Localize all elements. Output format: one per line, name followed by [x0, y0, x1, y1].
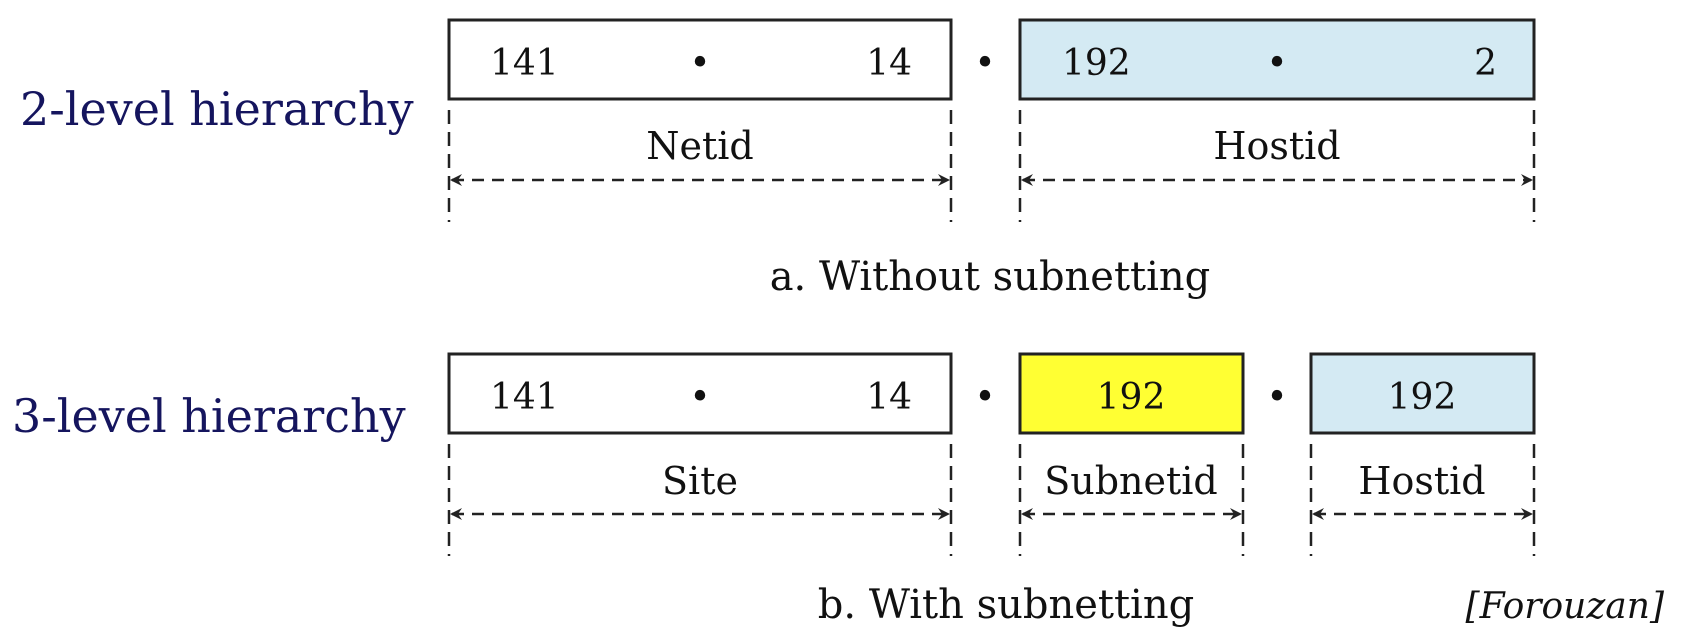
netid-label: Netid: [646, 124, 754, 168]
hostid-label: Hostid: [1213, 124, 1340, 168]
netid-inner-dot: •: [689, 43, 710, 84]
host-box: [1309, 352, 1536, 435]
row-b-separator-dot-2: •: [1266, 377, 1287, 418]
citation: [Forouzan]: [1466, 586, 1665, 627]
subnetid-value: 192: [1097, 377, 1166, 418]
host-label: Hostid: [1358, 459, 1485, 503]
hostid-octet-2: 2: [1474, 43, 1497, 84]
netid-octet-2: 14: [866, 43, 912, 84]
host-value: 192: [1388, 377, 1457, 418]
row-b-separator-dot-1: •: [974, 377, 995, 418]
caption-without-subnetting: a. Without subnetting: [770, 254, 1211, 300]
subnetid-label: Subnetid: [1044, 459, 1218, 503]
subnetid-box: [1018, 352, 1245, 435]
netid-octet-1: 141: [490, 43, 559, 84]
site-inner-dot: •: [689, 377, 710, 418]
two-level-hierarchy-label: 2-level hierarchy: [20, 82, 414, 136]
site-label: Site: [662, 459, 738, 503]
site-octet-1: 141: [490, 377, 559, 418]
site-octet-2: 14: [866, 377, 912, 418]
hostid-inner-dot: •: [1266, 43, 1287, 84]
hostid-box: [1018, 18, 1536, 101]
hostid-octet-1: 192: [1062, 43, 1131, 84]
caption-with-subnetting: b. With subnetting: [818, 582, 1194, 628]
row-a-separator-dot: •: [974, 43, 995, 84]
three-level-hierarchy-label: 3-level hierarchy: [12, 389, 406, 443]
netid-box: [447, 18, 953, 101]
site-box: [447, 352, 953, 435]
